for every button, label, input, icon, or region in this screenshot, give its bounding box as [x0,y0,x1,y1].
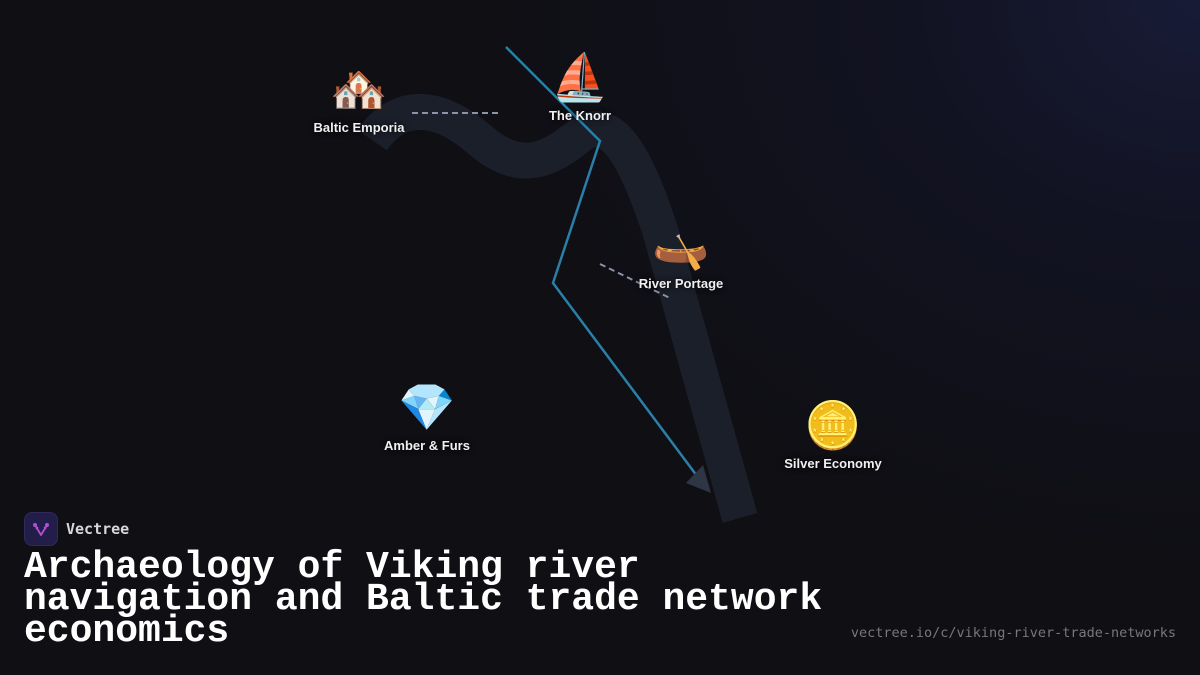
node-label: The Knorr [548,108,612,123]
vectree-logo-icon [24,512,58,546]
node-baltic-emporia[interactable]: 🏘️ Baltic Emporia [313,62,404,135]
node-label: Silver Economy [784,456,882,471]
node-label: Amber & Furs [384,438,470,453]
coin-icon: 🪙 [804,399,862,451]
node-river-portage[interactable]: 🛶 River Portage [639,218,724,291]
dashed-connector-portage [599,263,673,300]
route-arrowhead [686,465,711,493]
page-title: Archaeology of Viking river navigation a… [24,546,823,653]
node-label: Baltic Emporia [313,120,405,135]
canoe-icon: 🛶 [652,219,710,271]
source-url[interactable]: vectree.io/c/viking-river-trade-networks [850,625,1176,641]
node-label: River Portage [638,276,724,291]
node-amber-furs[interactable]: 💎 Amber & Furs [384,380,470,453]
brand: Vectree [24,512,129,546]
trade-route-line [505,46,699,477]
node-silver-economy[interactable]: 🪙 Silver Economy [784,398,882,471]
node-the-knorr[interactable]: ⛵ The Knorr [549,50,611,123]
river-path [357,93,758,523]
brand-name: Vectree [66,520,130,538]
sailboat-icon: ⛵ [551,51,609,103]
gem-icon: 💎 [398,381,456,433]
houses-icon: 🏘️ [330,63,388,115]
